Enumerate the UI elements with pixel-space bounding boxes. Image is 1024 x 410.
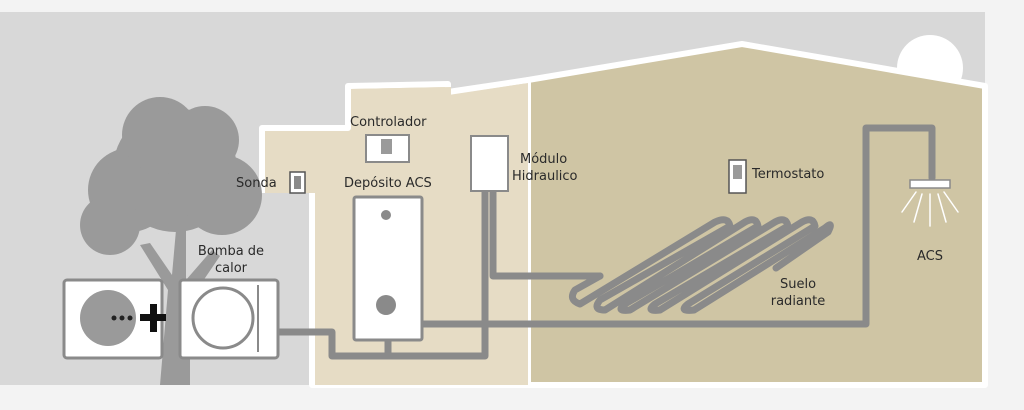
hydraulic-module-label-line2: Hidraulico <box>512 169 578 184</box>
heat-pump-label: Bomba de calor <box>186 243 276 277</box>
dhw-tank-label: Depósito ACS <box>344 176 432 191</box>
plus-icon <box>140 304 166 332</box>
sonda-label: Sonda <box>236 176 277 191</box>
heat-pump-unit <box>178 278 280 360</box>
sonda-sensor-icon <box>289 171 306 194</box>
hydraulic-module-label: Módulo Hidraulico <box>512 151 578 185</box>
shower-head-icon <box>901 179 959 227</box>
controller-label: Controlador <box>350 115 427 130</box>
controller-icon <box>365 134 410 163</box>
acs-label: ACS <box>917 249 943 264</box>
pipe-network <box>274 124 936 360</box>
heat-pump-label-line1: Bomba de <box>197 244 265 259</box>
heat-pump-label-line2: calor <box>214 261 248 276</box>
floor-heating-label-line2: radiante <box>770 294 826 309</box>
thermostat-icon <box>728 159 747 194</box>
hydraulic-module <box>470 135 509 192</box>
thermostat-label: Termostato <box>752 167 825 182</box>
floor-heating-label-line1: Suelo <box>779 277 817 292</box>
ellipsis-icon <box>111 315 133 321</box>
hydraulic-module-label-line1: Módulo <box>520 152 568 167</box>
floor-heating-label: Suelo radiante <box>766 276 830 310</box>
dhw-tank <box>352 195 424 342</box>
